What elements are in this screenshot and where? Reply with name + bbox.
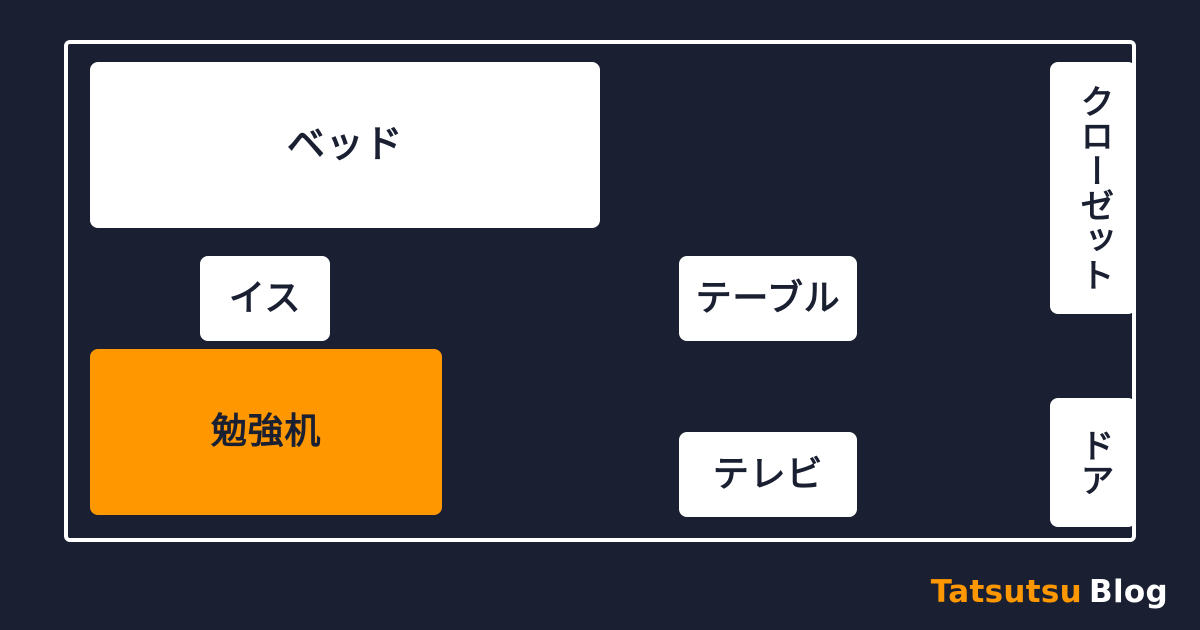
furniture-closet[interactable]: クローゼット: [1050, 62, 1136, 314]
furniture-chair-label: イス: [228, 277, 302, 319]
furniture-desk[interactable]: 勉強机: [90, 349, 442, 515]
furniture-chair[interactable]: イス: [200, 256, 330, 341]
furniture-tv[interactable]: テレビ: [679, 432, 857, 517]
furniture-door[interactable]: ドア: [1050, 398, 1136, 527]
furniture-bed[interactable]: ベッド: [90, 62, 600, 228]
furniture-table-label: テーブル: [695, 277, 841, 319]
furniture-desk-label: 勉強机: [210, 411, 322, 453]
furniture-tv-label: テレビ: [712, 453, 824, 495]
brand-name: Tatsutsu: [930, 574, 1083, 610]
furniture-bed-label: ベッド: [286, 122, 404, 167]
furniture-table[interactable]: テーブル: [679, 256, 857, 341]
furniture-door-label: ドア: [1073, 427, 1114, 498]
furniture-closet-label: クローゼット: [1073, 83, 1114, 293]
brand-suffix: Blog: [1089, 574, 1168, 610]
